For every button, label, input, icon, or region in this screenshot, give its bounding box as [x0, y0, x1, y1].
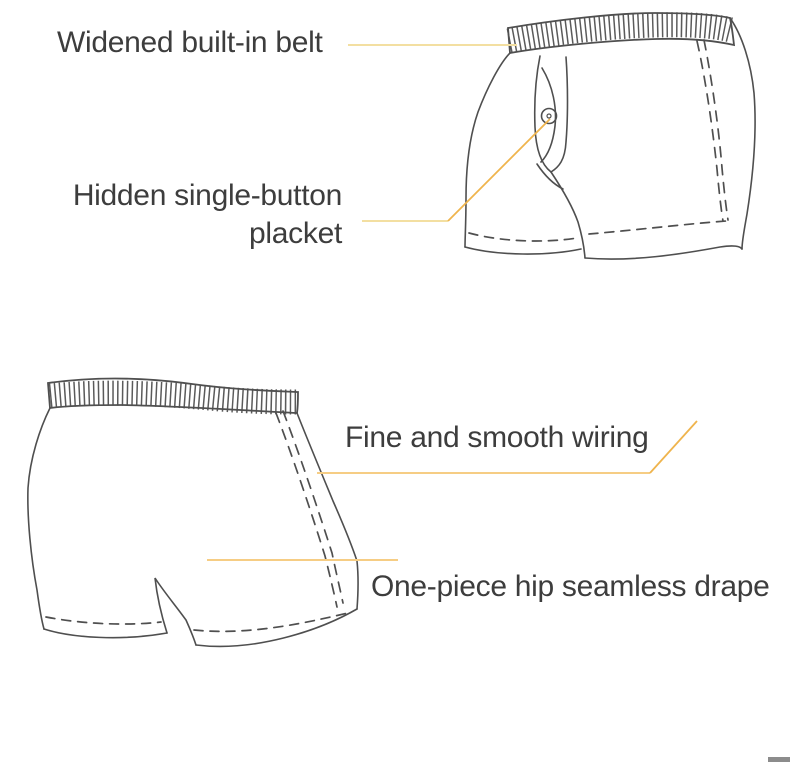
placket-feature-label: Hidden single-button placket	[73, 177, 342, 253]
placket-button-icon	[540, 107, 558, 125]
front-waistband-outline	[507, 12, 736, 55]
wiring-feature-label: Fine and smooth wiring	[345, 421, 649, 454]
boxer-back-illustration	[27, 377, 359, 648]
front-left-silhouette	[464, 52, 511, 248]
back-left-leg-stitch-line	[45, 616, 162, 625]
placket-leader-diagonal	[447, 118, 551, 222]
placket-label-line1: Hidden single-button	[72, 179, 342, 212]
annotation-leader-lines	[207, 44, 698, 561]
front-near-leg-hem	[464, 246, 582, 255]
back-seam-stitch-1	[275, 412, 338, 608]
front-right-silhouette	[729, 17, 756, 250]
front-inner-leg-edge	[550, 171, 586, 259]
back-crotch-curve	[154, 577, 197, 646]
back-right-silhouette	[296, 412, 359, 610]
back-waistband-ribbing-texture	[48, 380, 299, 415]
front-far-leg-stitch-line	[588, 220, 727, 235]
corner-gray-bar	[768, 757, 790, 762]
front-near-leg-stitch-line	[468, 232, 578, 242]
back-left-silhouette	[27, 407, 51, 630]
belt-feature-label: Widened built-in belt	[57, 26, 323, 59]
front-placket-left-edge	[533, 55, 552, 173]
front-waistband-ribbing-texture	[506, 12, 735, 54]
back-right-leg-stitch-line	[193, 611, 353, 633]
front-fly-curve	[540, 67, 557, 163]
back-right-leg-hem	[195, 608, 358, 648]
back-seam-stitch-2	[282, 410, 344, 604]
wiring-leader-diagonal	[649, 420, 698, 474]
back-left-leg-hem	[43, 628, 168, 639]
front-far-leg-hem	[584, 245, 743, 260]
front-placket-right-edge	[550, 56, 569, 173]
boxer-front-illustration	[464, 12, 756, 260]
placket-buttonhole-dot	[546, 113, 552, 119]
front-side-seam-stitch-1	[696, 40, 724, 222]
placket-label-line2: placket	[249, 217, 342, 250]
back-waistband-outline	[47, 377, 299, 414]
drape-feature-label: One-piece hip seamless drape	[371, 570, 770, 603]
front-side-seam-stitch-2	[703, 39, 729, 221]
